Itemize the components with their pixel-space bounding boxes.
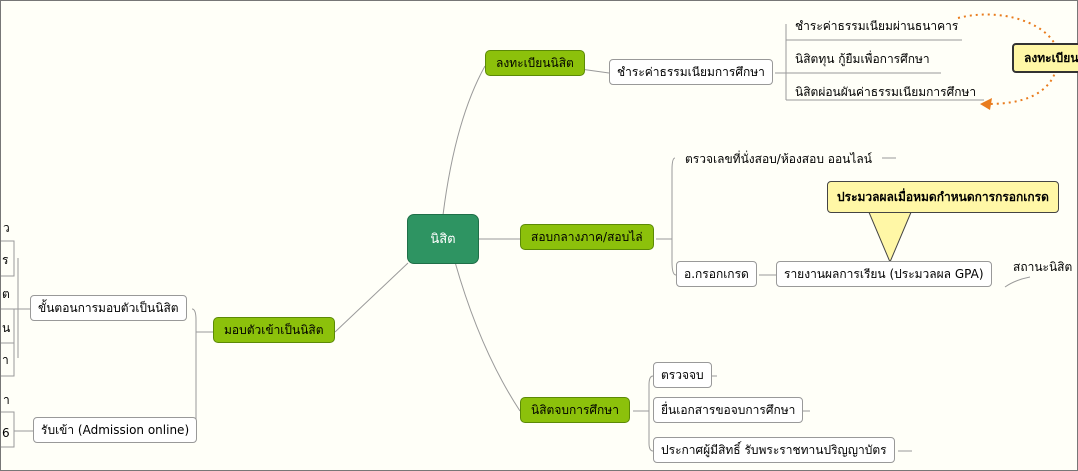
branch-enroll[interactable]: มอบตัวเข้าเป็นนิสิต: [213, 317, 335, 343]
edge-label-c: ต: [2, 287, 10, 301]
edge-label-g: 6: [2, 426, 10, 440]
branch-exam[interactable]: สอบกลางภาค/สอบไล่: [520, 224, 654, 250]
edge-label-a: ว: [3, 221, 10, 235]
callout-register[interactable]: ลงทะเบียน: [1012, 43, 1078, 73]
topic-seat-check[interactable]: ตรวจเลขที่นั่งสอบ/ห้องสอบ ออนไลน์: [685, 152, 872, 166]
link-center-register: [442, 65, 486, 216]
topic-announce[interactable]: ประกาศผู้มีสิทธิ์ รับพระราชทานปริญญาบัตร: [653, 437, 895, 463]
branch-register[interactable]: ลงทะเบียนนิสิต: [485, 50, 585, 76]
topic-deferral[interactable]: นิสิตผ่อนผันค่าธรรมเนียมการศึกษา: [795, 85, 977, 99]
topic-fee-bank[interactable]: ชำระค่าธรรมเนียมผ่านธนาคาร: [795, 19, 959, 33]
topic-steps[interactable]: ขั้นตอนการมอบตัวเป็นนิสิต: [30, 295, 187, 321]
branch-graduate[interactable]: นิสิตจบการศึกษา: [520, 397, 630, 423]
edge-label-e: า: [2, 353, 9, 367]
link-exam-bracket: [671, 157, 677, 276]
link-graduate-bracket: [648, 375, 654, 452]
callout-pointer: [867, 209, 913, 264]
topic-loan[interactable]: นิสิตทุน กู้ยืมเพื่อการศึกษา: [795, 52, 930, 66]
link-edge-a: [0, 240, 15, 277]
link-center-graduate: [454, 261, 521, 412]
topic-grade-entry[interactable]: อ.กรอกเกรด: [676, 261, 757, 287]
link-center-enroll: [334, 262, 409, 333]
relationship-arrowhead: [980, 98, 992, 110]
edge-label-f: า: [3, 393, 10, 407]
link-enroll-bracket: [191, 308, 197, 432]
edge-label-b: ร: [2, 253, 9, 267]
topic-admission[interactable]: รับเข้า (Admission online): [33, 417, 198, 443]
topic-status[interactable]: สถานะนิสิต: [1013, 260, 1073, 274]
callout-process[interactable]: ประมวลผลเมื่อหมดกำหนดการกรอกเกรด: [827, 181, 1059, 213]
center-node[interactable]: นิสิต: [407, 214, 479, 264]
edge-label-d: น: [2, 321, 11, 335]
topic-fee[interactable]: ชำระค่าธรรมเนียมการศึกษา: [609, 59, 773, 85]
topic-submit-docs[interactable]: ยื่นเอกสารขอจบการศึกษา: [653, 397, 804, 423]
link-report-status: [1004, 276, 1031, 288]
link-edge-d: [0, 411, 15, 448]
topic-report[interactable]: รายงานผลการเรียน (ประมวลผล GPA): [776, 261, 992, 287]
topic-check[interactable]: ตรวจจบ: [653, 362, 712, 388]
link-edge-c: [0, 342, 15, 377]
